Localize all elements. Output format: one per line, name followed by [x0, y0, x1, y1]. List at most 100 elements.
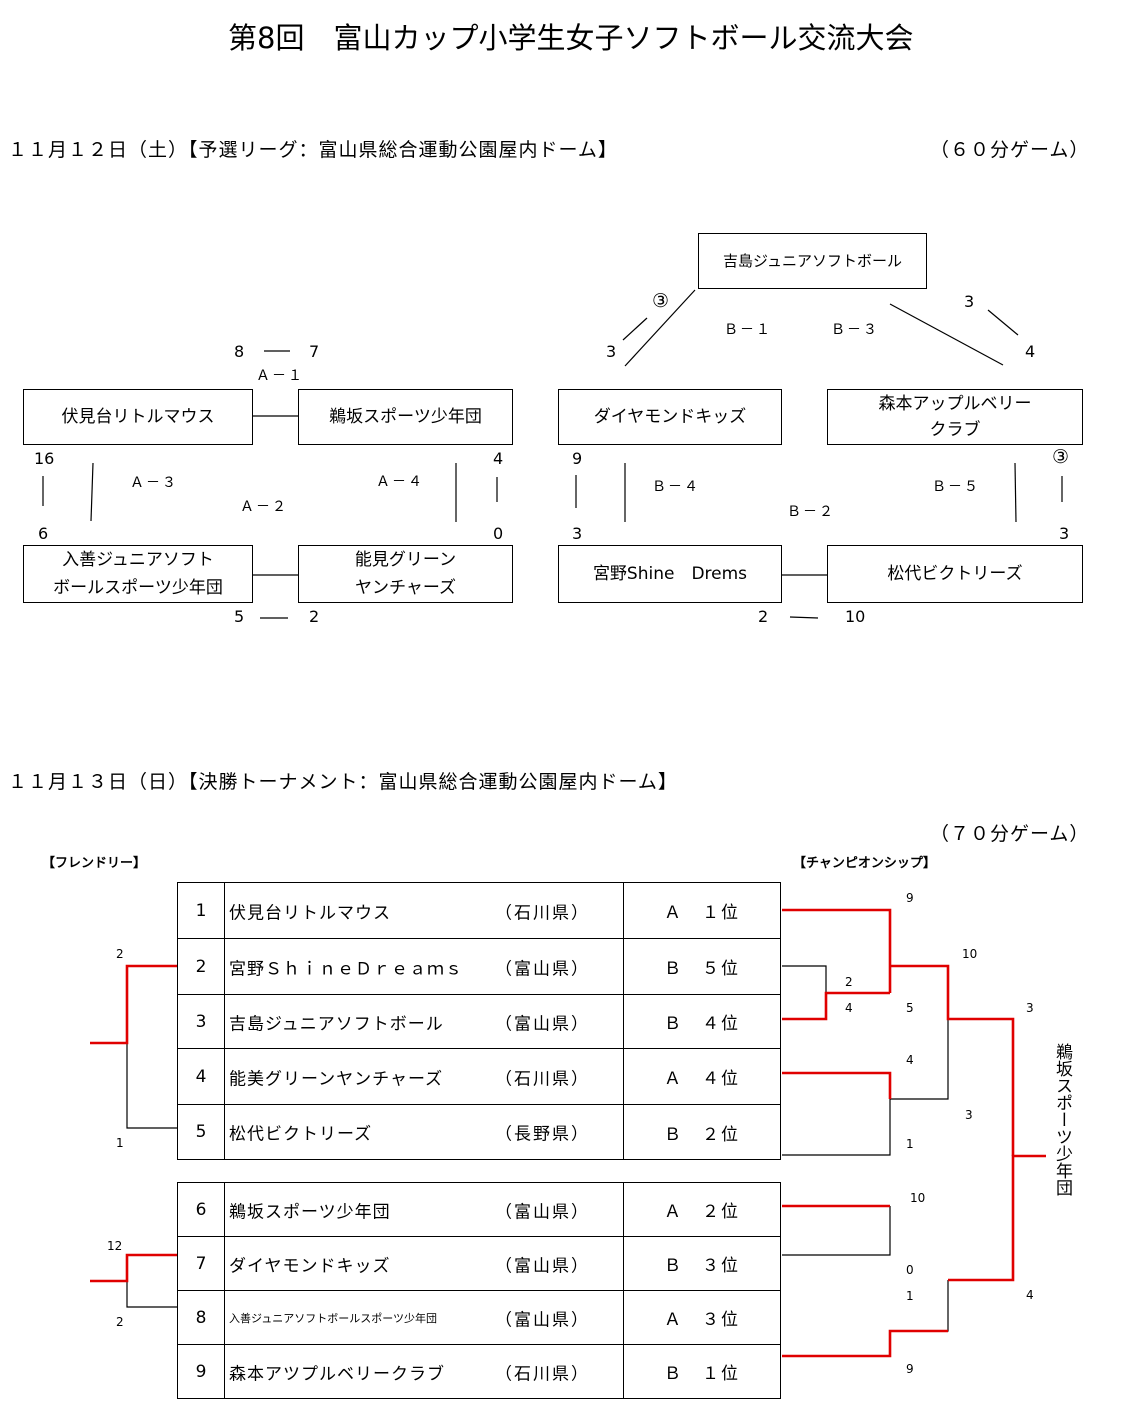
champ-score: 1: [906, 1289, 914, 1303]
draw-team-cell: 松代ビクトリーズ （長野県）: [224, 1104, 624, 1160]
draw-pref: （富山県）: [495, 1256, 590, 1276]
draw-pref: （富山県）: [495, 1202, 590, 1222]
score-b4-top: 9: [572, 449, 583, 468]
draw-no: 4: [177, 1048, 225, 1105]
draw-team: 鵜坂スポーツ少年団: [229, 1202, 391, 1222]
score-b3-bottom: 4: [1025, 342, 1036, 361]
friendly-score-g2-bottom: 2: [116, 1315, 124, 1329]
league-a-team-fushimidai: 伏見台リトルマウス: [23, 389, 253, 445]
draw-team-cell: 吉島ジュニアソフトボール（富山県）: [224, 994, 624, 1049]
champ-score: 4: [1026, 1288, 1034, 1302]
draw-no: 2: [177, 938, 225, 995]
champ-score: 10: [910, 1191, 926, 1205]
draw-pref: （富山県）: [495, 959, 590, 979]
champion-name: 鵜坂スポーツ少年団: [1052, 1043, 1072, 1196]
draw-row: 7 ダイヤモンドキッズ（富山県） Ｂ ３位: [177, 1236, 781, 1291]
draw-pref: （石川県）: [495, 903, 590, 923]
draw-rank: Ｂ ２位: [623, 1104, 781, 1160]
draw-rank: Ａ ３位: [623, 1290, 781, 1345]
draw-row: 8 入善ジュニアソフトボールスポーツ少年団（富山県） Ａ ３位: [177, 1290, 781, 1345]
day1-header: １１月１２日（土）【予選リーグ：富山県総合運動公園屋内ドーム】: [8, 139, 618, 161]
score-a4-bottom: 0: [493, 524, 504, 543]
league-b-team-matsushiro: 松代ビクトリーズ: [827, 545, 1083, 603]
draw-team: 能美グリーンヤンチャーズ: [229, 1069, 444, 1089]
draw-table-lower: 6 鵜坂スポーツ少年団（富山県） Ａ ２位 7 ダイヤモンドキッズ（富山県） Ｂ…: [177, 1182, 781, 1399]
friendly-score-g1-bottom: 1: [116, 1136, 124, 1150]
score-a1-left: 8: [234, 342, 245, 361]
game-label-a2: Ａ－２: [240, 499, 288, 515]
draw-team: 宮野ＳｈｉｎｅＤｒｅａｍｓ: [229, 959, 463, 979]
champ-score: 3: [1026, 1001, 1034, 1015]
league-a-team-nomi: 能見グリーンヤンチャーズ: [298, 545, 513, 603]
score-b5-top: ③: [1052, 446, 1070, 468]
champ-score: 4: [845, 1001, 853, 1015]
score-b2-left: 2: [758, 607, 769, 626]
draw-team-cell: 森本アツプルベリークラブ （石川県）: [224, 1344, 624, 1399]
draw-pref: （石川県）: [495, 1069, 590, 1089]
champ-score: 5: [906, 1001, 914, 1015]
draw-team: ダイヤモンドキッズ: [229, 1256, 391, 1276]
league-b-team-diamond: ダイヤモンドキッズ: [558, 389, 782, 445]
day2-format: （７０分ゲーム）: [930, 823, 1090, 845]
champ-score: 2: [845, 975, 853, 989]
score-b1-top: ③: [652, 290, 670, 312]
draw-pref: （富山県）: [495, 1310, 590, 1330]
friendly-score-g2-top: 12: [107, 1239, 123, 1253]
score-a4-top: 4: [493, 449, 504, 468]
draw-team-cell: ダイヤモンドキッズ （富山県）: [224, 1236, 624, 1291]
champ-score: 9: [906, 891, 914, 905]
draw-rank: Ｂ ４位: [623, 994, 781, 1049]
draw-team: 松代ビクトリーズ: [229, 1124, 373, 1145]
draw-pref: （長野県）: [495, 1124, 590, 1145]
league-b-team-yoshijima: 吉島ジュニアソフトボール: [698, 233, 927, 289]
draw-rank: Ｂ ３位: [623, 1236, 781, 1291]
game-label-b4: Ｂ－４: [652, 479, 700, 495]
draw-no: 8: [177, 1290, 225, 1345]
score-a2-left: 5: [234, 607, 245, 626]
score-b5-bottom: 3: [1059, 524, 1070, 543]
champ-score: 3: [965, 1108, 973, 1122]
draw-pref: （石川県）: [495, 1364, 590, 1384]
draw-team-cell: 宮野ＳｈｉｎｅＤｒｅａｍｓ （富山県）: [224, 938, 624, 995]
page-title: 第8回 富山カップ小学生女子ソフトボール交流大会: [228, 21, 914, 55]
draw-team: 森本アツプルベリークラブ: [229, 1364, 445, 1384]
league-a-team-usaka: 鵜坂スポーツ少年団: [298, 389, 513, 445]
draw-row: 9 森本アツプルベリークラブ （石川県） Ｂ １位: [177, 1344, 781, 1399]
draw-team-cell: 能美グリーンヤンチャーズ （石川県）: [224, 1048, 624, 1105]
league-b-team-morimoto: 森本アップルベリークラブ: [827, 389, 1083, 445]
draw-no: 6: [177, 1182, 225, 1237]
score-a3-top: 16: [34, 449, 55, 468]
draw-row: 5 松代ビクトリーズ（長野県） Ｂ ２位: [177, 1104, 781, 1160]
draw-row: 3 吉島ジュニアソフトボール（富山県） Ｂ ４位: [177, 994, 781, 1049]
game-label-b3: Ｂ－３: [831, 322, 879, 338]
score-b4-bottom: 3: [572, 524, 583, 543]
game-label-b2: Ｂ－２: [787, 504, 835, 520]
draw-rank: Ａ ２位: [623, 1182, 781, 1237]
champ-score: 4: [906, 1053, 914, 1067]
draw-table-upper: 1 伏見台リトルマウス（石川県） Ａ １位 2 宮野ＳｈｉｎｅＤｒｅａｍｓ（富山…: [177, 882, 781, 1160]
champ-score: 1: [906, 1137, 914, 1151]
score-a2-right: 2: [309, 607, 320, 626]
draw-team: 吉島ジュニアソフトボール: [229, 1014, 444, 1034]
score-a1-right: 7: [309, 342, 320, 361]
draw-row: 2 宮野ＳｈｉｎｅＤｒｅａｍｓ（富山県） Ｂ ５位: [177, 938, 781, 995]
game-label-b5: Ｂ－５: [932, 479, 980, 495]
game-label-a4: Ａ－４: [376, 474, 424, 490]
draw-team-cell: 入善ジュニアソフトボールスポーツ少年団（富山県）: [224, 1290, 624, 1345]
day2-header: １１月１３日（日）【決勝トーナメント：富山県総合運動公園屋内ドーム】: [8, 771, 678, 793]
draw-row: 1 伏見台リトルマウス（石川県） Ａ １位: [177, 882, 781, 939]
game-label-a3: Ａ－３: [130, 475, 178, 491]
game-label-a1: Ａ－１: [256, 368, 304, 384]
champ-score: 9: [906, 1362, 914, 1376]
champ-score: 0: [906, 1263, 914, 1277]
draw-rank: Ｂ １位: [623, 1344, 781, 1399]
friendly-score-g1-top: 2: [116, 947, 124, 961]
game-label-b1: Ｂ－１: [724, 322, 772, 338]
draw-no: 9: [177, 1344, 225, 1399]
draw-team-cell: 伏見台リトルマウス （石川県）: [224, 882, 624, 939]
day1-format: （６０分ゲーム）: [930, 139, 1090, 161]
score-b1-bottom: 3: [606, 342, 617, 361]
draw-team: 伏見台リトルマウス: [229, 903, 391, 923]
